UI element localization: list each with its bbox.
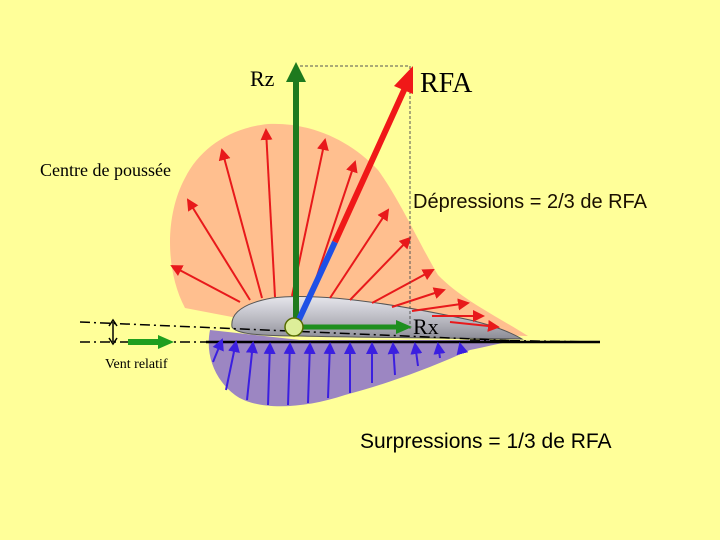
rz-label: Rz (250, 66, 275, 91)
surpression-arrow (283, 342, 296, 406)
surpression-arrow (225, 340, 240, 391)
surpression-arrows (212, 338, 469, 406)
depression-arrow (329, 208, 390, 299)
rx-arrow (296, 320, 412, 334)
surpression-arrow (387, 342, 400, 376)
rx-label: Rx (413, 314, 439, 339)
depression-zone (170, 123, 528, 336)
rfa-label: RFA (420, 68, 473, 99)
trailing-dash-line (469, 339, 601, 343)
surpression-arrow (456, 342, 469, 356)
rz-arrow (286, 62, 306, 326)
relative-wind-arrow (128, 335, 174, 349)
surpression-arrow (263, 342, 276, 406)
surpression-arrow (410, 342, 423, 367)
surpression-arrow (303, 342, 316, 404)
surpression-arrow (433, 342, 446, 359)
depression-arrow (170, 265, 241, 303)
depression-arrow (349, 236, 412, 301)
depression-arrow (371, 269, 435, 304)
projection-lines (300, 65, 411, 330)
surpression-arrow (245, 341, 258, 401)
rfa-arrow (293, 66, 413, 328)
surpression-arrow (212, 338, 224, 363)
centre-de-poussee-point (284, 317, 304, 337)
depression-arrow (449, 319, 500, 332)
depression-arrow (218, 148, 263, 299)
incidence-angle-marker (108, 318, 118, 346)
depressions-label: Dépressions = 2/3 de RFA (413, 191, 648, 213)
depression-arrow (260, 128, 276, 298)
surpressions-label: Surpressions = 1/3 de RFA (360, 430, 612, 453)
depression-arrow (391, 287, 446, 308)
depression-arrow (411, 298, 470, 312)
depression-arrow (186, 198, 251, 301)
centre-de-poussee-label: Centre de poussée (40, 160, 171, 180)
surpression-arrow (323, 342, 336, 399)
vent-relatif-label: Vent relatif (105, 357, 168, 372)
